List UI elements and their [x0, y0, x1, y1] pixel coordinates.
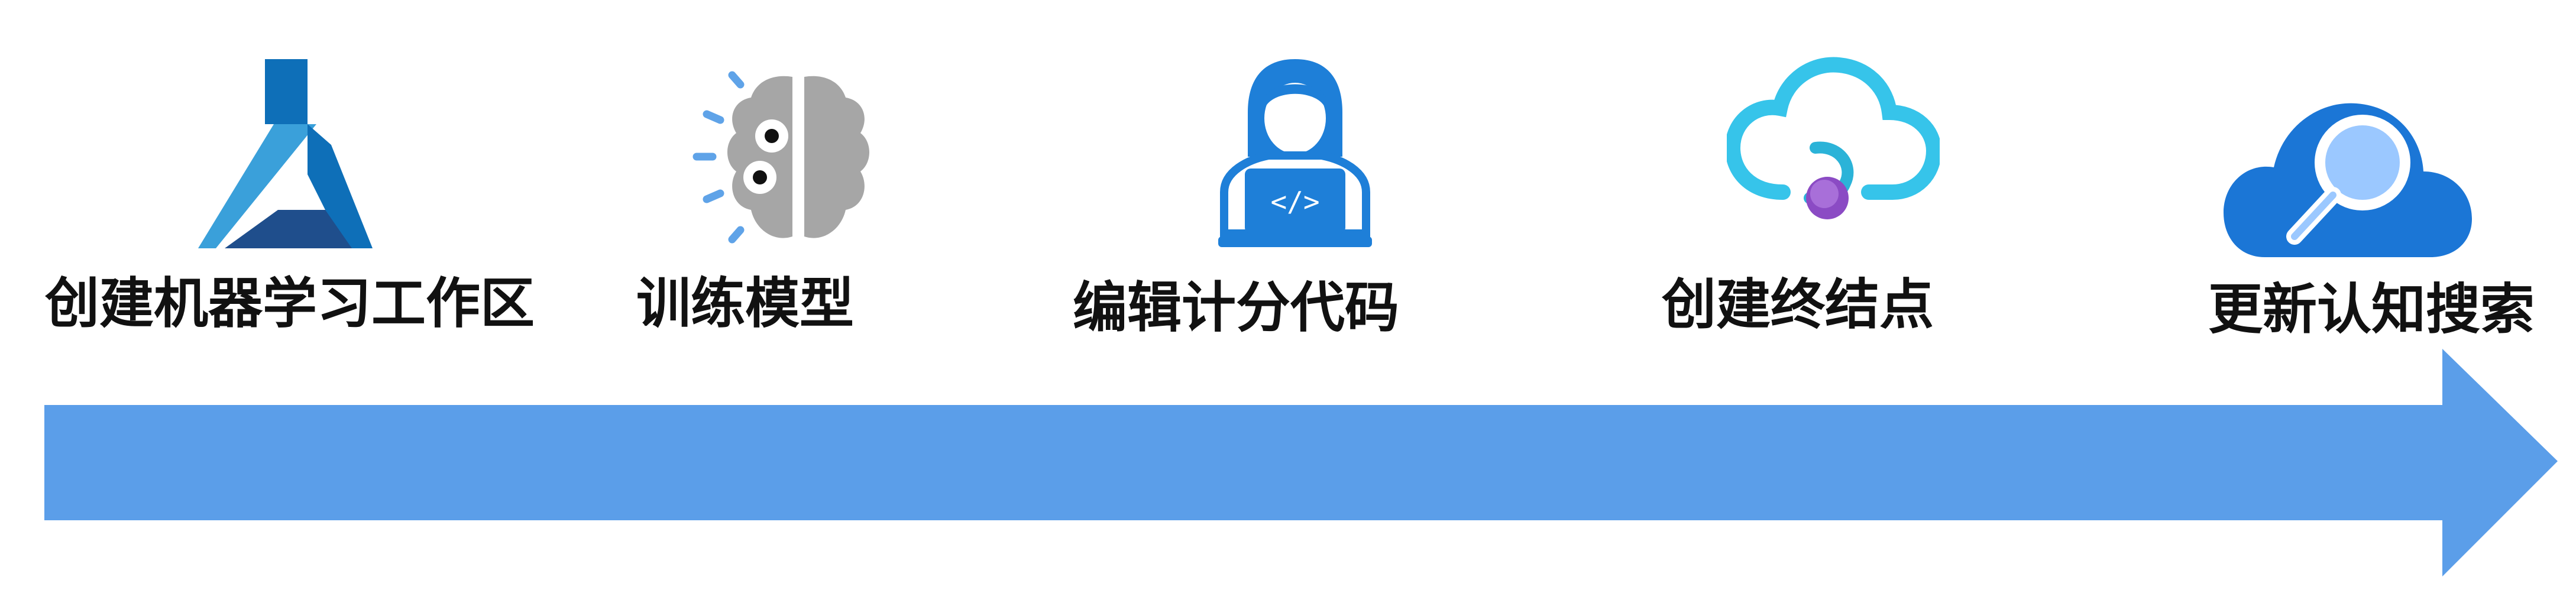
step-label: 创建机器学习工作区: [44, 272, 535, 335]
svg-text:</>: </>: [1270, 186, 1319, 218]
arrow-shape: [44, 349, 2558, 576]
step-create-endpoint: 创建终结点: [1567, 0, 2099, 355]
cloud-search-icon: [2224, 103, 2472, 257]
step-label: 训练模型: [636, 272, 854, 335]
step-edit-scoring-code: </> 编辑计分代码: [1029, 0, 1561, 355]
flask-icon: [198, 59, 373, 248]
step-label: 创建终结点: [1661, 273, 1934, 336]
step-create-ml-workspace: 创建机器学习工作区: [24, 0, 556, 355]
developer-laptop-icon: </>: [1218, 59, 1372, 247]
step-train-model: 训练模型: [532, 0, 1064, 355]
step-update-cognitive-search: 更新认知搜索: [2082, 0, 2576, 355]
step-label: 编辑计分代码: [1072, 276, 1399, 339]
step-label: 更新认知搜索: [2208, 278, 2535, 341]
cloud-endpoint-icon: [1727, 57, 1940, 219]
brain-gears-icon: [692, 71, 869, 244]
